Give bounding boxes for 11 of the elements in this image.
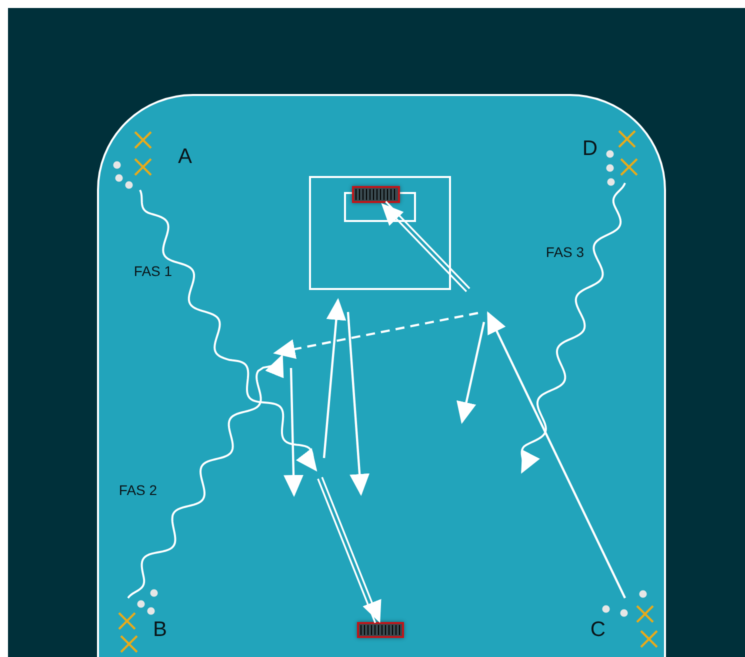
drill-phase-label: FAS 2	[118, 482, 158, 498]
goal-icon	[357, 622, 404, 638]
group-letter: B	[153, 618, 167, 642]
goal-icon	[352, 186, 400, 203]
group-letter: D	[582, 137, 598, 161]
shot-arrow	[381, 200, 470, 292]
group-letter: A	[178, 145, 192, 169]
drill-phase-label: FAS 3	[546, 244, 584, 260]
shot-arrow	[317, 476, 382, 624]
drill-phase-label: FAS 1	[134, 263, 172, 279]
group-letter: C	[590, 618, 606, 642]
